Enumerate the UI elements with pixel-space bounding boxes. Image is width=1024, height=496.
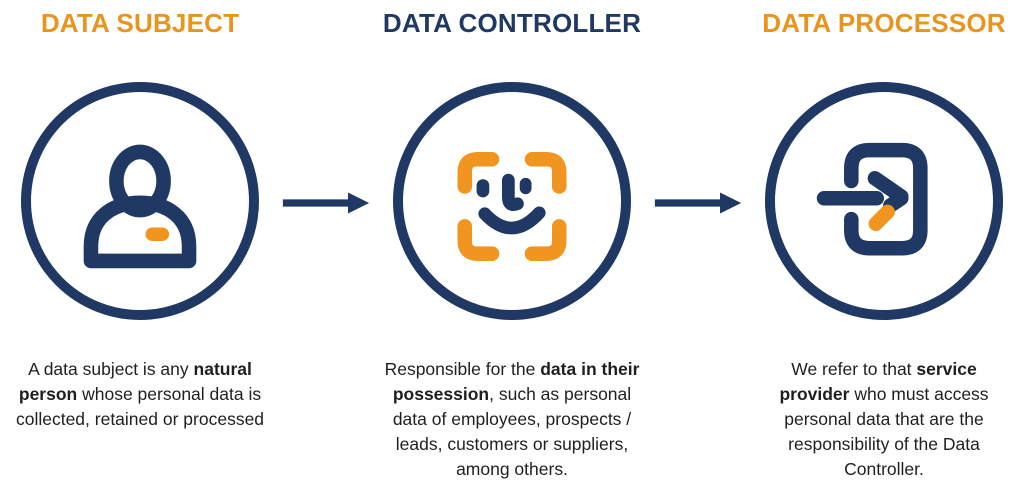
scan-frame-brackets xyxy=(457,151,567,261)
data-processor-description: We refer to that service provider who mu… xyxy=(757,357,1012,482)
flow-arrow-1-zone xyxy=(280,0,372,496)
column-data-controller: DATA CONTROLLER Respons xyxy=(372,0,652,496)
enter-arrow xyxy=(816,171,909,231)
data-subject-circle xyxy=(21,82,259,320)
desc-bold: service provider xyxy=(779,359,977,404)
data-controller-title: DATA CONTROLLER xyxy=(382,8,642,38)
door-outline xyxy=(844,142,928,256)
desc-bold: natural person xyxy=(18,359,252,404)
login-arrow-icon xyxy=(816,142,928,256)
desc-text: who must access personal data that are t… xyxy=(784,384,989,479)
desc-text: We refer to that xyxy=(791,359,917,379)
data-processor-title: DATA PROCESSOR xyxy=(762,8,1006,38)
data-controller-circle xyxy=(393,82,631,320)
data-processor-circle xyxy=(765,82,1003,320)
right-arrow-icon xyxy=(654,192,742,214)
desc-text: A data subject is any xyxy=(28,359,194,379)
flow-arrow-2-zone xyxy=(652,0,744,496)
column-data-processor: DATA PROCESSOR We refer to that service … xyxy=(744,0,1024,496)
desc-text: , such as personal data of employees, pr… xyxy=(392,384,632,479)
data-controller-description: Responsible for the data in their posses… xyxy=(385,357,640,482)
desc-text: whose personal data is collected, retain… xyxy=(15,384,265,429)
right-arrow-icon xyxy=(282,192,370,214)
data-subject-title: DATA SUBJECT xyxy=(40,8,240,38)
column-data-subject: DATA SUBJECT A data subject is any natur… xyxy=(0,0,280,496)
badge-accent xyxy=(145,227,170,241)
data-subject-description: A data subject is any natural person who… xyxy=(13,357,268,432)
desc-bold: data in their possession xyxy=(392,359,640,404)
arrow-orange-accent xyxy=(868,204,895,231)
face-scan-icon xyxy=(457,151,567,261)
smiley-face xyxy=(476,173,546,235)
desc-text: Responsible for the xyxy=(384,359,541,379)
person-icon xyxy=(83,144,197,269)
